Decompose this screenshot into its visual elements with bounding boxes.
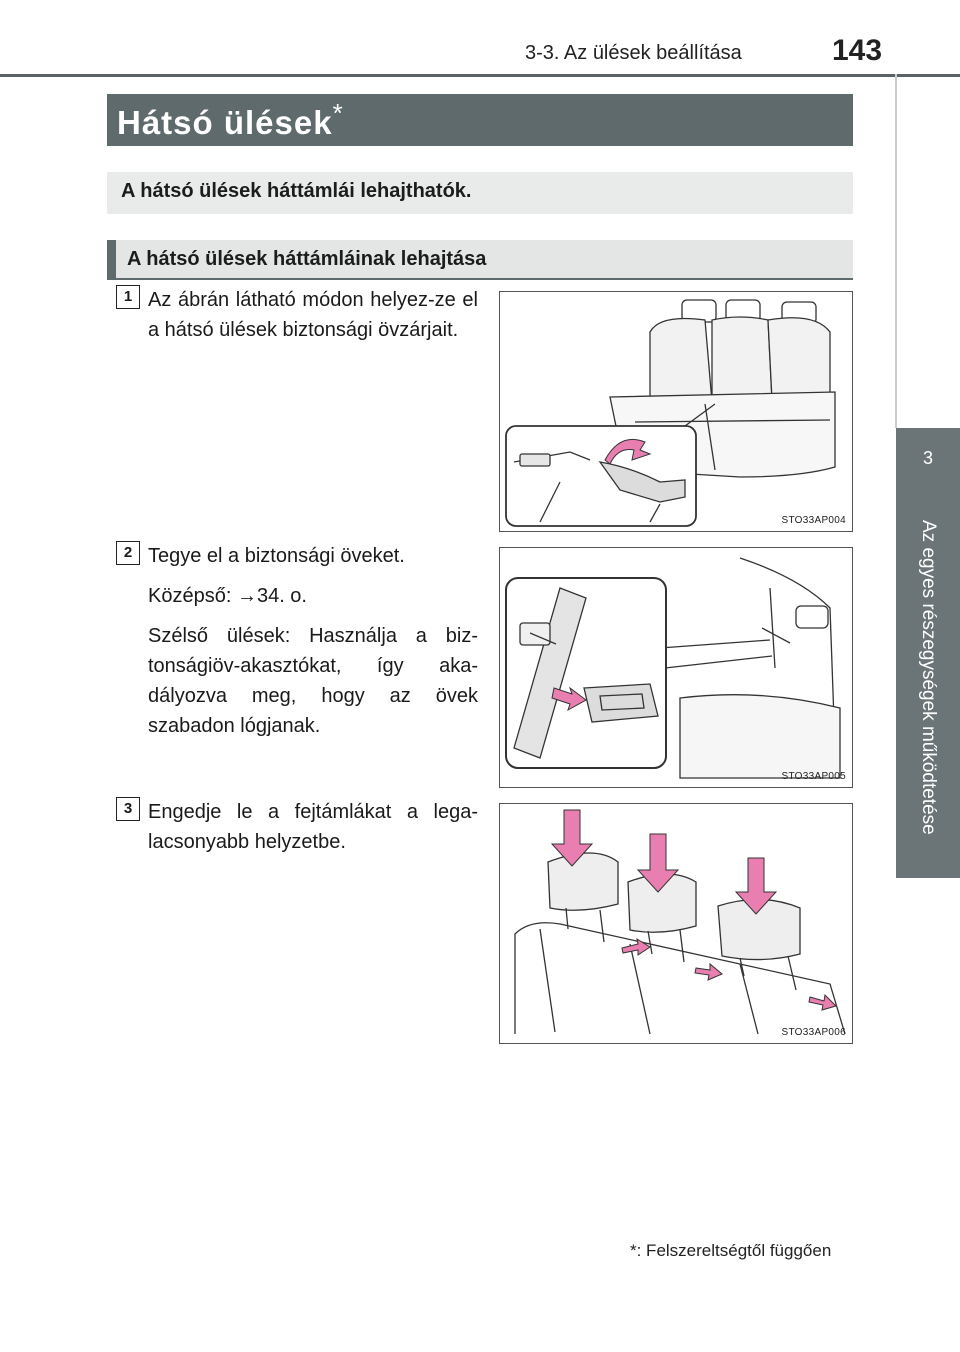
- figure-code: STO33AP004: [781, 515, 846, 526]
- step-1-paragraph: Az ábrán látható módon helyez-ze el a há…: [148, 289, 478, 341]
- section-heading: A hátsó ülések háttámláinak lehajtása: [127, 248, 487, 270]
- step-number-3: 3: [116, 797, 140, 821]
- step-text-3: Engedje le a fejtámlákat a lega-lacsonya…: [148, 797, 478, 857]
- footnote: *: Felszereltségtől függően: [630, 1241, 832, 1260]
- figure-belt-hangers: STO33AP005: [499, 547, 853, 788]
- headrests-illustration: [514, 809, 846, 1035]
- section-header: 3-3. Az ülések beállítása: [525, 42, 742, 64]
- step-text-1: Az ábrán látható módon helyez-ze el a há…: [148, 285, 478, 345]
- title-asterisk: *: [332, 98, 344, 128]
- step-2-paragraph-3: Szélső ülések: Használja a biz-tonságiöv…: [148, 625, 478, 737]
- title-text: Hátsó ülések: [117, 104, 333, 141]
- section-heading-box: [107, 240, 853, 278]
- step-number-1: 1: [116, 285, 140, 309]
- belt-hangers-illustration: [505, 557, 841, 779]
- section-heading-rule: [107, 278, 853, 280]
- chapter-title: Az egyes részegységek működtetése: [918, 520, 939, 835]
- seat-buckles-illustration: [505, 299, 836, 527]
- step-3-paragraph: Engedje le a fejtámlákat a lega-lacsonya…: [148, 801, 478, 853]
- chapter-tab: [896, 428, 960, 878]
- title-bar: [107, 94, 853, 146]
- chapter-number: 3: [922, 448, 933, 468]
- subtitle-box: [107, 172, 853, 214]
- figure-seat-buckles: STO33AP004: [499, 291, 853, 532]
- figure-code: STO33AP005: [781, 771, 846, 782]
- step-text-2: Tegye el a biztonsági öveket. Középső: →…: [148, 541, 478, 741]
- subtitle: A hátsó ülések háttámlái lehajthatók.: [121, 180, 472, 202]
- side-divider: [895, 74, 897, 428]
- step-2-paragraph-2: Középső: →34. o.: [148, 585, 307, 607]
- step-number-2: 2: [116, 541, 140, 565]
- header-rule: [0, 74, 960, 77]
- step-2-paragraph-1: Tegye el a biztonsági öveket.: [148, 545, 405, 567]
- figure-headrests: STO33AP006: [499, 803, 853, 1044]
- section-heading-marker: [107, 240, 116, 278]
- page-title: Hátsó ülések*: [117, 98, 344, 142]
- figure-code: STO33AP006: [781, 1027, 846, 1038]
- page-number: 143: [832, 34, 883, 67]
